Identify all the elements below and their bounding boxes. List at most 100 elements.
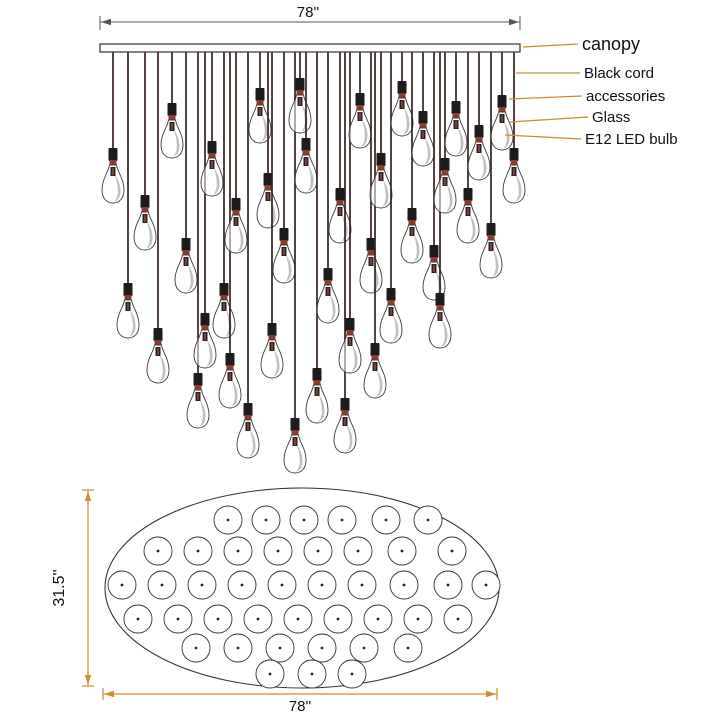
led-filament bbox=[185, 258, 187, 265]
led-filament bbox=[267, 193, 269, 200]
led-filament bbox=[349, 338, 351, 345]
pendant bbox=[316, 268, 340, 324]
pendant bbox=[283, 418, 307, 474]
glass-shading bbox=[361, 119, 368, 147]
glass-label: Glass bbox=[592, 109, 630, 126]
arrow-up bbox=[84, 491, 92, 501]
glass-shading bbox=[237, 224, 244, 252]
accessory-socket bbox=[509, 148, 519, 161]
led-filament bbox=[223, 303, 225, 310]
led-filament bbox=[112, 168, 114, 175]
accessory-socket bbox=[463, 188, 473, 201]
socket-band bbox=[264, 185, 272, 190]
glass-shading bbox=[446, 184, 453, 212]
bulb-center-dot bbox=[340, 518, 344, 522]
bulb-center-dot bbox=[120, 583, 124, 587]
pendant bbox=[359, 238, 383, 294]
glass-shading bbox=[515, 174, 522, 202]
bulb-center-dot bbox=[402, 583, 406, 587]
socket-band bbox=[475, 137, 483, 142]
accessory-socket bbox=[301, 138, 311, 151]
led-filament bbox=[339, 208, 341, 215]
led-filament bbox=[380, 173, 382, 180]
pendant bbox=[490, 95, 514, 151]
glass-shading bbox=[173, 129, 180, 157]
glass-shading bbox=[129, 309, 136, 337]
canopy-bar bbox=[99, 43, 521, 53]
pendant bbox=[116, 283, 140, 339]
bulb-center-dot bbox=[384, 518, 388, 522]
led-filament bbox=[283, 248, 285, 255]
socket-band bbox=[291, 430, 299, 435]
glass-shading bbox=[249, 429, 256, 457]
glass-shading bbox=[469, 214, 476, 242]
bulb-center-dot bbox=[376, 617, 380, 621]
accessory-socket bbox=[418, 111, 428, 124]
bulb-center-dot bbox=[278, 646, 282, 650]
bulb-center-dot bbox=[310, 672, 314, 676]
glass-shading bbox=[441, 319, 448, 347]
arrow-right bbox=[486, 690, 496, 698]
bulb-center-dot bbox=[450, 549, 454, 553]
led-filament bbox=[374, 363, 376, 370]
bulb-center-dot bbox=[268, 672, 272, 676]
led-filament bbox=[359, 113, 361, 120]
accessory-socket bbox=[366, 238, 376, 251]
led-filament bbox=[305, 158, 307, 165]
socket-band bbox=[194, 385, 202, 390]
accessory-socket bbox=[440, 158, 450, 171]
led-filament bbox=[127, 303, 129, 310]
bulb-center-dot bbox=[360, 583, 364, 587]
socket-band bbox=[244, 415, 252, 420]
socket-band bbox=[232, 210, 240, 215]
glass-shading bbox=[351, 344, 358, 372]
bulb-center-dot bbox=[256, 617, 260, 621]
pendant bbox=[256, 173, 280, 229]
glass-shading bbox=[261, 114, 268, 142]
accessory-socket bbox=[219, 283, 229, 296]
led-filament bbox=[467, 208, 469, 215]
led-filament bbox=[171, 123, 173, 130]
bulb-center-dot bbox=[400, 549, 404, 553]
bulb-center-dot bbox=[194, 646, 198, 650]
socket-band bbox=[341, 410, 349, 415]
glass-shading bbox=[307, 164, 314, 192]
pendant bbox=[422, 245, 446, 301]
socket-band bbox=[336, 200, 344, 205]
accessory-socket bbox=[290, 418, 300, 431]
bulb-center-dot bbox=[226, 518, 230, 522]
accessory-socket bbox=[386, 288, 396, 301]
glass-shading bbox=[213, 167, 220, 195]
socket-band bbox=[208, 153, 216, 158]
accessory-socket bbox=[435, 293, 445, 306]
glass-shading bbox=[206, 339, 213, 367]
socket-band bbox=[302, 150, 310, 155]
socket-band bbox=[452, 113, 460, 118]
arrow-left bbox=[101, 18, 111, 26]
glass-shading bbox=[376, 369, 383, 397]
plan-depth-label: 31.5'' bbox=[51, 569, 68, 606]
pendant bbox=[272, 228, 296, 284]
bulb-positions-group bbox=[107, 505, 501, 689]
bulb-center-dot bbox=[236, 549, 240, 553]
pendant bbox=[411, 111, 435, 167]
accessory-socket bbox=[200, 313, 210, 326]
socket-band bbox=[436, 305, 444, 310]
glass-shading bbox=[296, 444, 303, 472]
glass-leader-line bbox=[509, 116, 589, 123]
arrow-left bbox=[104, 690, 114, 698]
pendant bbox=[379, 288, 403, 344]
accessory-socket bbox=[279, 228, 289, 241]
pendant bbox=[433, 158, 457, 214]
top-width-label: 78'' bbox=[297, 4, 320, 21]
led-filament bbox=[197, 393, 199, 400]
pendant bbox=[174, 238, 198, 294]
socket-band bbox=[371, 355, 379, 360]
led-filament bbox=[390, 308, 392, 315]
pendant bbox=[294, 138, 318, 194]
socket-band bbox=[464, 200, 472, 205]
bulb-center-dot bbox=[296, 617, 300, 621]
pendant bbox=[428, 293, 452, 349]
bulb-center-dot bbox=[350, 672, 354, 676]
pendant bbox=[369, 153, 393, 209]
